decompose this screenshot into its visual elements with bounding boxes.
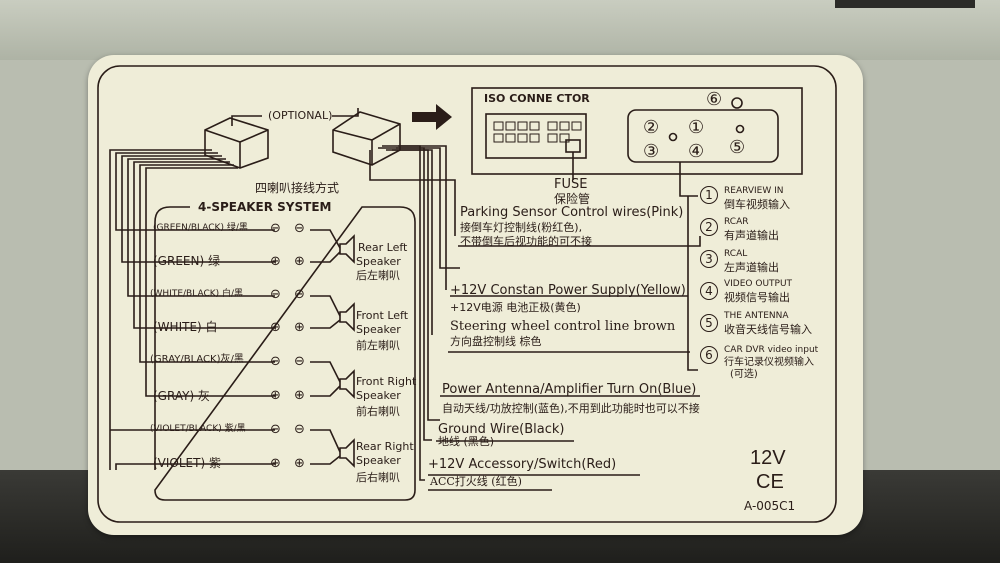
speaker-connections bbox=[310, 229, 341, 465]
speaker-system-title: 4-SPEAKER SYSTEM bbox=[198, 200, 332, 214]
wire-label-green: (GREEN) 绿 bbox=[153, 254, 220, 268]
speaker-front-right-cn: 前右喇叭 bbox=[356, 405, 400, 418]
rca-port-1: ① bbox=[688, 117, 705, 137]
wire-ground-cn: 地线 (黑色) bbox=[438, 435, 495, 448]
legend-car-dvr: CAR DVR video input bbox=[724, 345, 819, 355]
rca-port-2: ② bbox=[643, 117, 660, 137]
legend-num-3: 3 bbox=[700, 250, 718, 268]
plus-icon: ⊕ bbox=[294, 388, 305, 403]
fuse-label-cn: 保险管 bbox=[554, 192, 591, 206]
speaker-system-title-cn: 四喇叭接线方式 bbox=[255, 181, 340, 195]
wire-label-gray: (GRAY) 灰 bbox=[153, 389, 210, 403]
legend-num-6: 6 bbox=[700, 346, 718, 364]
plus-icon: ⊕ bbox=[294, 456, 305, 471]
legend-car-dvr-cn: 行车记录仪视频输入 bbox=[724, 357, 814, 368]
minus-icon: ⊖ bbox=[294, 287, 305, 302]
wire-steering-control-cn: 方向盘控制线 棕色 bbox=[450, 335, 542, 348]
legend-num-1: 1 bbox=[700, 186, 718, 204]
legend-antenna-cn: 收音天线信号输入 bbox=[724, 323, 812, 336]
wire-accessory-cn: ACC打火线 (红色) bbox=[430, 475, 522, 488]
legend-antenna: THE ANTENNA bbox=[724, 311, 789, 321]
legend-rearview-in: REARVIEW IN bbox=[724, 186, 784, 196]
minus-icon: ⊖ bbox=[270, 287, 281, 302]
plus-icon: ⊕ bbox=[270, 254, 281, 269]
optional-label: (OPTIONAL) bbox=[268, 109, 333, 122]
plus-icon: ⊕ bbox=[294, 254, 305, 269]
plus-icon: ⊕ bbox=[270, 456, 281, 471]
wire-power-antenna: Power Antenna/Amplifier Turn On(Blue) bbox=[442, 382, 697, 397]
minus-icon: ⊖ bbox=[294, 221, 305, 236]
legend-num-2: 2 bbox=[700, 218, 718, 236]
speaker-rear-right-line1: Rear Right bbox=[356, 440, 414, 453]
legend-rcal: RCAL bbox=[724, 249, 748, 259]
legend-num-5: 5 bbox=[700, 314, 718, 332]
rca-panel bbox=[627, 109, 779, 163]
legend-rcar-cn: 有声道输出 bbox=[724, 229, 779, 242]
minus-icon: ⊖ bbox=[270, 354, 281, 369]
legend-rcal-cn: 左声道输出 bbox=[724, 261, 779, 274]
legend-video-output-cn: 视频信号输出 bbox=[724, 291, 790, 304]
wire-ground: Ground Wire(Black) bbox=[438, 422, 565, 437]
wire-power-antenna-cn: 自动天线/功放控制(蓝色),不用到此功能时也可以不接 bbox=[442, 402, 700, 415]
legend-rcar: RCAR bbox=[724, 217, 749, 227]
speaker-rear-right-line2: Speaker bbox=[356, 454, 401, 467]
legend-rearview-in-cn: 倒车视频输入 bbox=[724, 198, 790, 211]
minus-icon: ⊖ bbox=[294, 354, 305, 369]
speaker-front-right-line2: Speaker bbox=[356, 389, 401, 402]
speaker-front-left-line2: Speaker bbox=[356, 323, 401, 336]
diagram-frame bbox=[97, 65, 837, 523]
optional-connector-left bbox=[204, 117, 269, 169]
fuse-label: FUSE bbox=[554, 177, 588, 192]
iso-pin-grid bbox=[493, 121, 582, 143]
wire-label-violet: (VIOLET) 紫 bbox=[153, 456, 221, 470]
plus-icon: ⊕ bbox=[294, 320, 305, 335]
iso-connector-box bbox=[471, 87, 803, 175]
wire-parking-sensor-cn1: 接倒车灯控制线(粉红色), bbox=[460, 221, 583, 234]
wire-steering-control: Steering wheel control line brown bbox=[450, 319, 676, 334]
rca-port-5: ⑤ bbox=[729, 137, 746, 157]
wire-label-violet-black: (VIOLET/BLACK) 紫/黑 bbox=[150, 424, 246, 434]
wire-label-gray-black: (GRAY/BLACK)灰/黑 bbox=[150, 354, 244, 365]
legend-video-output: VIDEO OUTPUT bbox=[724, 279, 793, 289]
wire-label-white: (WHITE) 白 bbox=[153, 320, 218, 334]
speaker-symbols bbox=[339, 234, 355, 468]
voltage-rating: 12V bbox=[750, 447, 786, 469]
wire-constant-power-cn: +12V电源 电池正极(黄色) bbox=[450, 301, 581, 314]
rca-port-6: ⑥ bbox=[706, 89, 723, 109]
iso-connector-label: ISO CONNE CTOR bbox=[484, 92, 590, 105]
speaker-rear-left-cn: 后左喇叭 bbox=[356, 269, 400, 282]
wire-accessory: +12V Accessory/Switch(Red) bbox=[428, 457, 617, 472]
speaker-rear-right-cn: 后右喇叭 bbox=[356, 471, 400, 484]
speaker-rear-left-line1: Rear Left bbox=[358, 241, 408, 254]
minus-icon: ⊖ bbox=[270, 422, 281, 437]
minus-icon: ⊖ bbox=[270, 221, 281, 236]
speaker-front-left-line1: Front Left bbox=[356, 309, 409, 322]
plus-icon: ⊕ bbox=[270, 320, 281, 335]
wire-parking-sensor: Parking Sensor Control wires(Pink) bbox=[460, 205, 684, 220]
minus-icon: ⊖ bbox=[294, 422, 305, 437]
wire-constant-power: +12V Constan Power Supply(Yellow) bbox=[450, 283, 686, 298]
speaker-front-right-line1: Front Right bbox=[356, 375, 417, 388]
rca-port-3: ③ bbox=[643, 141, 660, 161]
model-number: A-005C1 bbox=[744, 499, 796, 513]
wire-label-white-black: (WHITE/BLACK) 白/黑 bbox=[150, 289, 244, 299]
arrow-icon bbox=[412, 104, 452, 130]
ce-mark: CE bbox=[756, 471, 784, 493]
wire-label-green-black: (GREEN/BLACK) 绿/黑 bbox=[153, 223, 248, 233]
background-top bbox=[0, 0, 1000, 60]
legend-num-4: 4 bbox=[700, 282, 718, 300]
background-tab bbox=[835, 0, 975, 8]
plus-icon: ⊕ bbox=[270, 388, 281, 403]
speaker-rear-left-line2: Speaker bbox=[356, 255, 401, 268]
speaker-front-left-cn: 前左喇叭 bbox=[356, 339, 400, 352]
legend-car-dvr-optional: (可选) bbox=[730, 369, 758, 380]
rca-port-4: ④ bbox=[688, 141, 705, 161]
wire-parking-sensor-cn2: 不带倒车后视功能的可不接 bbox=[460, 235, 592, 248]
